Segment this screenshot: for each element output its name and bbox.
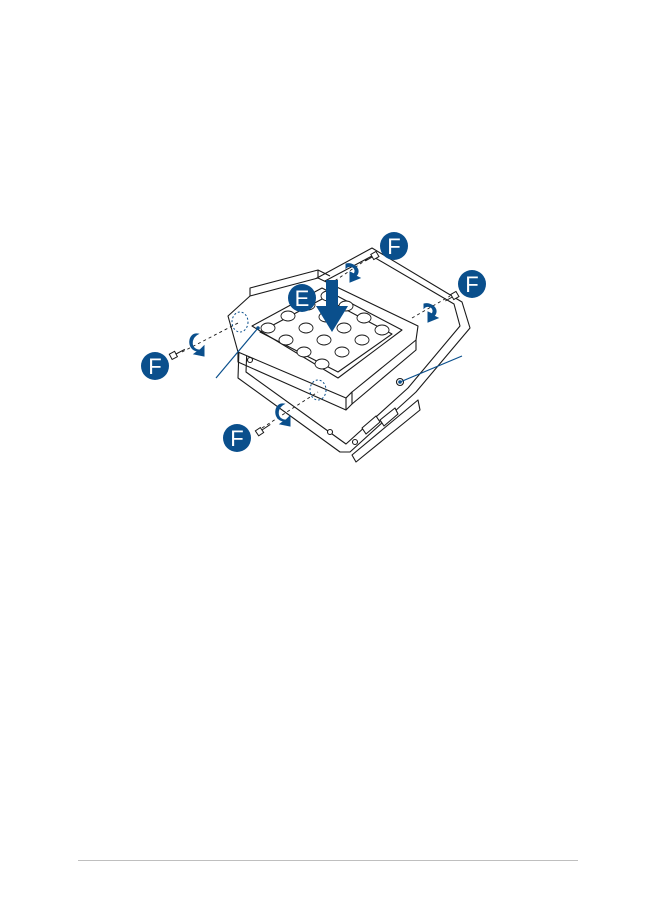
callout-e: E <box>288 284 316 312</box>
callout-f-label: F <box>230 426 243 451</box>
arrow-down-icon <box>316 280 348 332</box>
callout-f-top: F <box>380 232 408 260</box>
callout-f-right: F <box>458 270 486 298</box>
callout-f-label: F <box>387 234 400 259</box>
callout-f-left: F <box>141 352 169 380</box>
callout-f-label: F <box>148 354 161 379</box>
hard-drive <box>227 269 419 411</box>
callout-f-bottom: F <box>223 424 251 452</box>
leader-lines <box>215 326 463 384</box>
callout-f-label: F <box>465 272 478 297</box>
screw-hole-highlights <box>231 311 327 401</box>
callout-e-label: E <box>295 286 310 311</box>
rotate-arrow-icon <box>189 263 440 427</box>
screw-icon <box>168 250 460 437</box>
footer-divider <box>78 860 578 861</box>
screw-guide-lines <box>181 255 451 429</box>
